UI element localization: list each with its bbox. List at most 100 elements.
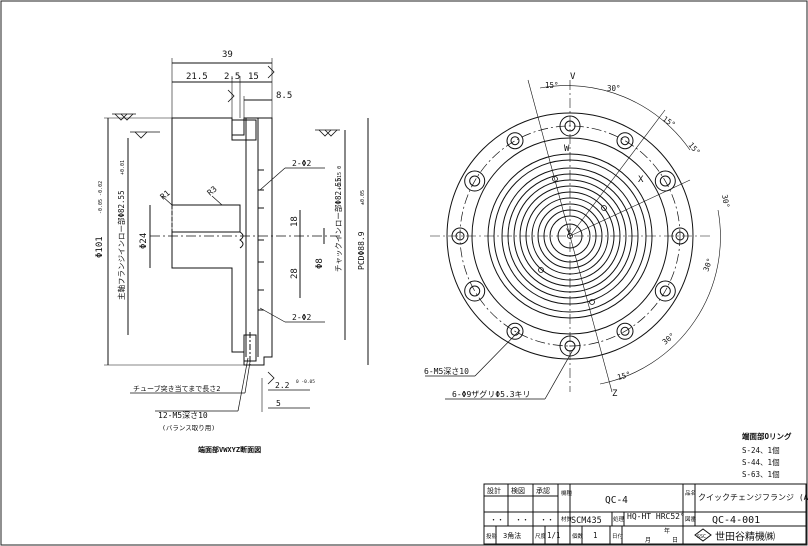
bolt-hole-outer (559, 335, 581, 357)
section-texts: 39 21.5 2.5 15 8.5 18 28 Φ8 Φ24 Φ101 -0.… (95, 50, 366, 454)
bolt-hole-outer (654, 170, 676, 192)
bolt-hole-outer (506, 322, 524, 340)
angle-30-lower: 30° (701, 257, 714, 273)
tb-date-label: 日付 (612, 532, 624, 540)
dim-5: 5 (276, 399, 281, 408)
company-logo-text: SSC (697, 534, 706, 540)
title-block (483, 483, 807, 545)
bolt-hole-inner (469, 285, 481, 297)
dim-21-5: 21.5 (186, 72, 208, 82)
oring-title: 端面部Oリング (742, 431, 792, 441)
title-block-texts: 設計 検図 承認 機種 QC-4 品名 クイックチェンジフランジ (A) 材質 … (486, 486, 808, 544)
tb-drawing-no-label: 図番 (685, 516, 697, 523)
letter-z: Z (612, 389, 618, 399)
tb-material: SCM435 (571, 516, 602, 526)
tb-qty: 1 (593, 531, 598, 540)
tb-date-year: 年 (664, 527, 670, 535)
tb-qty-label: 個数 (572, 532, 584, 540)
leader-r3 (211, 195, 223, 206)
company-logo-diamond (694, 528, 712, 542)
tb-treat-label: 処理 (613, 515, 625, 523)
tb-drawing-no: QC-4-001 (712, 515, 760, 526)
port-lower (538, 267, 544, 273)
angle-30-top: 30° (607, 84, 621, 93)
letter-x: X (638, 175, 644, 185)
ray-upper-right (569, 109, 666, 237)
bolt-hole-outer (451, 227, 469, 245)
bolt-hole-inner (564, 120, 576, 132)
bolt-hole-outer (616, 322, 634, 340)
callout-2phi2-bottom: 2-Φ2 (292, 313, 311, 322)
bolt-hole-inner (675, 231, 685, 241)
bolt-hole-outer (506, 132, 524, 150)
tb-design: 設計 (487, 486, 501, 495)
bolt-hole-inner (455, 231, 465, 241)
front-view (430, 79, 721, 393)
leader-tap6 (474, 329, 521, 377)
dim-2-2-tol: 0 -0.05 (296, 379, 315, 385)
angle-15-a: 15° (661, 114, 677, 129)
finish-mark-5 (267, 65, 275, 79)
port-x (601, 205, 607, 211)
dim-phi24: Φ24 (139, 233, 149, 249)
tb-scale-label: 尺度 (535, 532, 547, 540)
leader-tap12-2 (237, 357, 249, 412)
finish-mark-2 (134, 131, 148, 139)
oring-item-1: S-24、1個 (742, 445, 780, 455)
bolt-hole-inner (620, 326, 630, 336)
tb-projection-label: 投影 (486, 532, 498, 540)
face-ticks (258, 169, 264, 311)
bolt-hole-inner (564, 340, 576, 352)
angle-15-bottom: 15° (616, 370, 631, 382)
port-z (589, 299, 595, 305)
tb-date-month: 月 (645, 537, 651, 544)
dim-pcd: PCDΦ88.9 (357, 231, 366, 270)
finish-mark-6 (267, 371, 275, 385)
bolt-hole-inner (659, 175, 671, 187)
company-logo: SSC (694, 528, 712, 542)
tb-treat: HQ-HT HRC52° (627, 512, 685, 521)
bolt-hole-outer (559, 115, 581, 137)
dim-pcd-tol: ±0.05 (360, 190, 366, 205)
dim-2-2: 2.2 (275, 381, 290, 390)
ray-left (527, 79, 571, 237)
cbore6-note: 6-Φ9ザグリΦ5.3キリ (452, 389, 531, 399)
oring-item-3: S-63、1個 (742, 469, 780, 479)
dim-8-5: 8.5 (276, 91, 292, 101)
dim-2-5: 2.5 (224, 72, 240, 82)
front-view-texts: V W X Y Z 15° 30° 15° 15° 30° 30° 30° 15… (424, 72, 731, 399)
angle-arc-top (539, 85, 691, 151)
leader-r1 (161, 195, 173, 206)
dim-phi101: Φ101 (95, 236, 105, 258)
dim-18: 18 (290, 216, 300, 227)
bolt-hole-inner (620, 136, 630, 146)
radius-r1: R1 (159, 188, 172, 201)
bolt-hole-outer (671, 227, 689, 245)
balance-note: (バランス取り用) (162, 424, 215, 432)
bolt-hole-outer (654, 280, 676, 302)
dim-39: 39 (222, 50, 233, 60)
tap-note: 12-M5深さ10 (158, 411, 208, 420)
break-line (239, 231, 244, 249)
leader-2phi2-top (259, 167, 286, 191)
bolt-hole-outer (464, 170, 486, 192)
leader-cbore6 (544, 347, 575, 400)
section-caption: 端面部VWXYZ断面図 (198, 445, 261, 454)
tube-note: チューブ突き当てまで長さ2 (133, 384, 220, 393)
tb-model: QC-4 (605, 495, 628, 506)
oring-note: 端面部Oリング S-24、1個 S-44、1個 S-63、1個 (742, 431, 792, 479)
dim-chuck-spigot: チャックインロー部Φ82.55 (333, 177, 343, 272)
section-outline (171, 117, 273, 366)
dim-phi101-tol: -0.05 -0.02 (98, 181, 104, 214)
oring-item-2: S-44、1個 (742, 457, 780, 467)
radius-r3: R3 (206, 184, 219, 197)
letter-v: V (570, 72, 576, 82)
angle-30-bottom: 30° (661, 331, 677, 347)
tb-name-label: 品名 (685, 489, 696, 497)
dim-phi8: Φ8 (315, 258, 325, 269)
callout-2phi2-top: 2-Φ2 (292, 159, 311, 168)
tb-check: 検図 (511, 486, 525, 495)
tb-dots-1: ・・ (490, 516, 504, 524)
